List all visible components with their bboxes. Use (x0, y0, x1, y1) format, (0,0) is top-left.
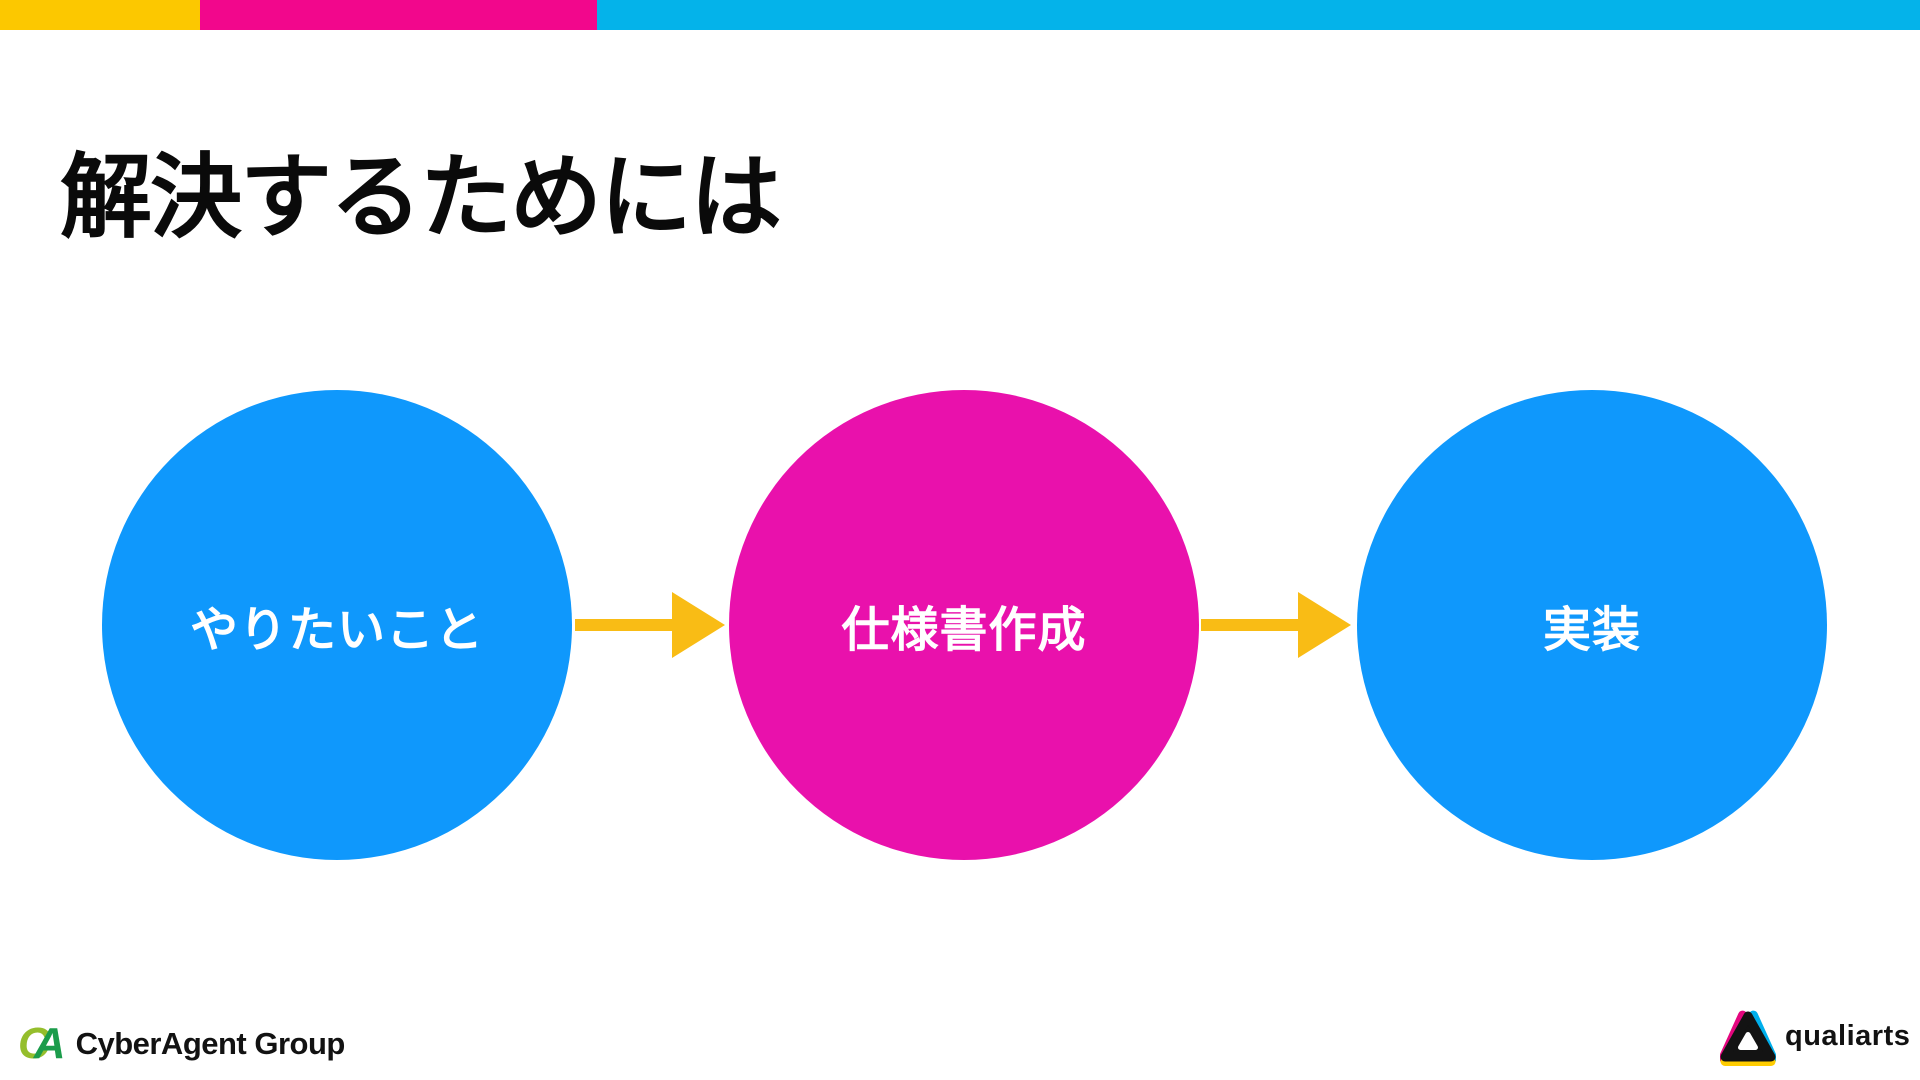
cyberagent-ca-icon: C A (18, 1022, 66, 1066)
arrow-head-icon (672, 592, 725, 658)
qualiarts-logo: qualiarts (1720, 1008, 1910, 1070)
arrow-shaft (575, 619, 672, 631)
cyberagent-group-logo: C A CyberAgent Group (18, 1022, 345, 1066)
flow-arrow-1 (575, 592, 725, 658)
qa-triangle-inner (1738, 1032, 1758, 1050)
arrow-head-icon (1298, 592, 1351, 658)
arrow-shaft (1201, 619, 1298, 631)
cyberagent-group-wordmark: CyberAgent Group (75, 1026, 346, 1061)
top-color-bar (0, 0, 1920, 30)
flow-step-shiyousho-sakusei: 仕様書作成 (729, 390, 1199, 860)
flow-step-yaritai-koto: やりたいこと (102, 390, 572, 860)
top-bar-segment-cyan (597, 0, 1920, 30)
flow-step-jissou: 実装 (1357, 390, 1827, 860)
flow-step-label: やりたいこと (189, 604, 484, 657)
top-bar-segment-yellow (0, 0, 200, 30)
slide-title: 解決するためには (60, 146, 782, 249)
top-bar-segment-magenta (200, 0, 597, 30)
qualiarts-wordmark: qualiarts (1785, 1019, 1911, 1052)
flow-arrow-2 (1201, 592, 1351, 658)
ca-letter-c: C (18, 1019, 50, 1068)
flow-step-label: 仕様書作成 (841, 604, 1087, 657)
qualiarts-triangle-icon (1720, 1010, 1776, 1066)
ca-letter-a: A (33, 1019, 66, 1068)
flow-step-label: 実装 (1542, 604, 1641, 657)
